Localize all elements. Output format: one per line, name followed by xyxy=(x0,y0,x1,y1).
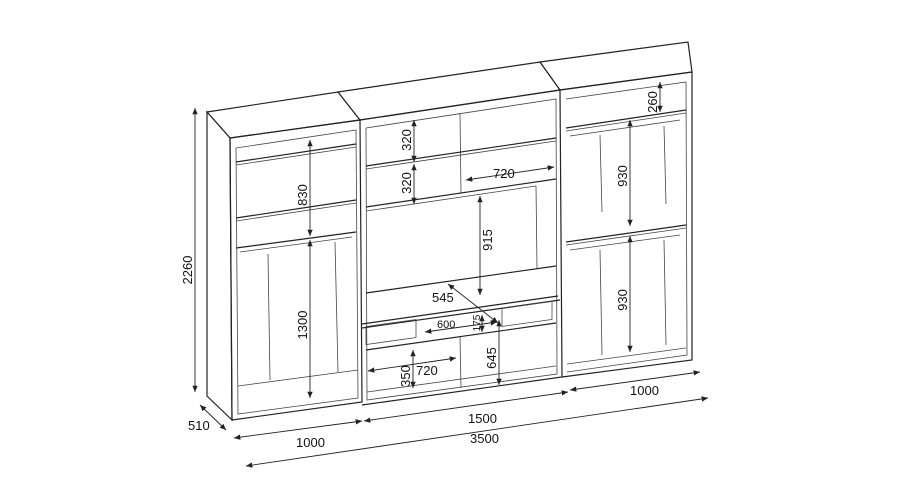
dim-total-width: 3500 xyxy=(470,431,499,446)
dimension-lines xyxy=(192,82,709,468)
dim-drawer-gap-width: 600 xyxy=(437,319,455,331)
dim-right-top-shelf: 260 xyxy=(645,91,660,113)
dim-right-upper-hanging: 930 xyxy=(615,165,630,187)
dim-right-width: 1000 xyxy=(630,383,659,398)
dim-drawer-height: 175 xyxy=(472,314,483,331)
dim-mid-shelf-1: 320 xyxy=(399,129,414,151)
dim-lower-height: 645 xyxy=(484,347,499,369)
left-unit xyxy=(205,91,363,422)
dim-mid-top-width: 720 xyxy=(493,166,515,181)
dim-tv-height: 915 xyxy=(480,229,495,251)
dim-middle-width: 1500 xyxy=(468,411,497,426)
middle-unit xyxy=(336,61,563,406)
dim-desk-depth: 545 xyxy=(432,290,454,305)
dim-right-lower-hanging: 930 xyxy=(615,289,630,311)
right-unit xyxy=(538,41,693,378)
dim-total-height: 2260 xyxy=(180,256,195,285)
dim-left-hanging: 1300 xyxy=(295,311,310,340)
dim-mid-shelf-2: 320 xyxy=(399,172,414,194)
dim-left-shelf-gap: 830 xyxy=(295,184,310,206)
dim-bottom-width: 720 xyxy=(416,363,438,378)
dim-depth: 510 xyxy=(188,418,210,433)
dim-bottom-shelf: 350 xyxy=(398,365,413,387)
dim-left-width: 1000 xyxy=(296,435,325,450)
